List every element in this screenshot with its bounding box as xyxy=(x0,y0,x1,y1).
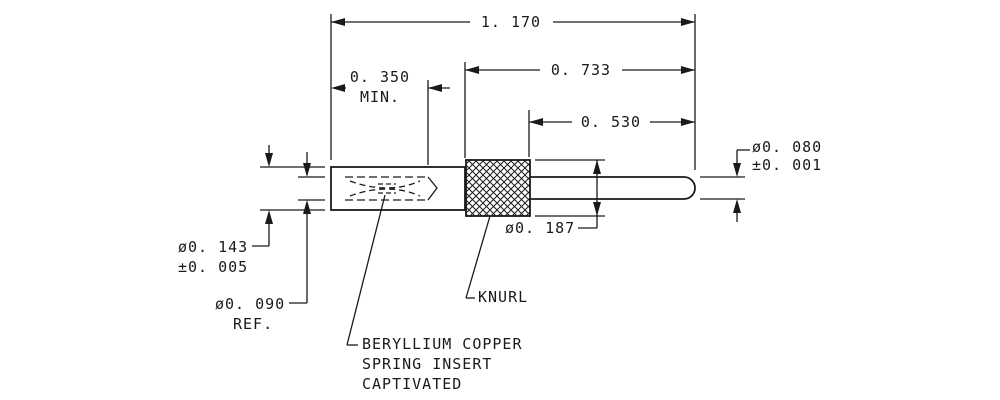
callout-knurl: KNURL xyxy=(465,215,528,306)
callout-insert-line2: SPRING INSERT xyxy=(362,355,492,373)
dim-bore-diameter-qualifier: REF. xyxy=(233,315,273,333)
dim-socket-depth-value: 0. 350 xyxy=(350,68,410,86)
callout-spring-insert: BERYLLIUM COPPER SPRING INSERT CAPTIVATE… xyxy=(346,194,523,393)
dim-knurl-to-tip-label: 0. 733 xyxy=(551,61,611,79)
part-outline xyxy=(330,159,696,217)
dim-pin-length-label: 0. 530 xyxy=(581,113,641,131)
dim-pin-diameter-tolerance: ±0. 001 xyxy=(752,156,822,174)
pin xyxy=(530,176,696,200)
callout-knurl-label: KNURL xyxy=(478,288,528,306)
dim-body-diameter-value: ø0. 143 xyxy=(178,238,248,256)
callout-insert-line3: CAPTIVATED xyxy=(362,375,462,393)
dim-knurl-diameter: ø0. 187 xyxy=(505,160,601,237)
dim-bore-diameter: ø0. 090 REF. xyxy=(215,152,311,333)
dim-overall-length-label: 1. 170 xyxy=(481,13,541,31)
dim-knurl-diameter-label: ø0. 187 xyxy=(505,219,575,237)
dim-pin-diameter-value: ø0. 080 xyxy=(752,138,822,156)
dim-body-diameter-tolerance: ±0. 005 xyxy=(178,258,248,276)
dim-socket-depth-qualifier: MIN. xyxy=(360,88,400,106)
dim-pin-diameter: ø0. 080 ±0. 001 xyxy=(733,138,822,222)
dim-body-diameter: ø0. 143 ±0. 005 xyxy=(178,145,273,276)
knurled-section xyxy=(465,159,531,217)
dim-socket-depth: 0. 350 MIN. xyxy=(331,68,450,106)
callout-insert-line1: BERYLLIUM COPPER xyxy=(362,335,523,353)
dim-pin-length: 0. 530 xyxy=(529,113,695,131)
dim-overall-length: 1. 170 xyxy=(331,13,695,31)
spring-insert xyxy=(345,176,438,201)
dim-knurl-to-tip: 0. 733 xyxy=(465,61,695,79)
extension-lines xyxy=(260,14,745,217)
socket-body xyxy=(330,166,466,211)
dim-bore-diameter-value: ø0. 090 xyxy=(215,295,285,313)
